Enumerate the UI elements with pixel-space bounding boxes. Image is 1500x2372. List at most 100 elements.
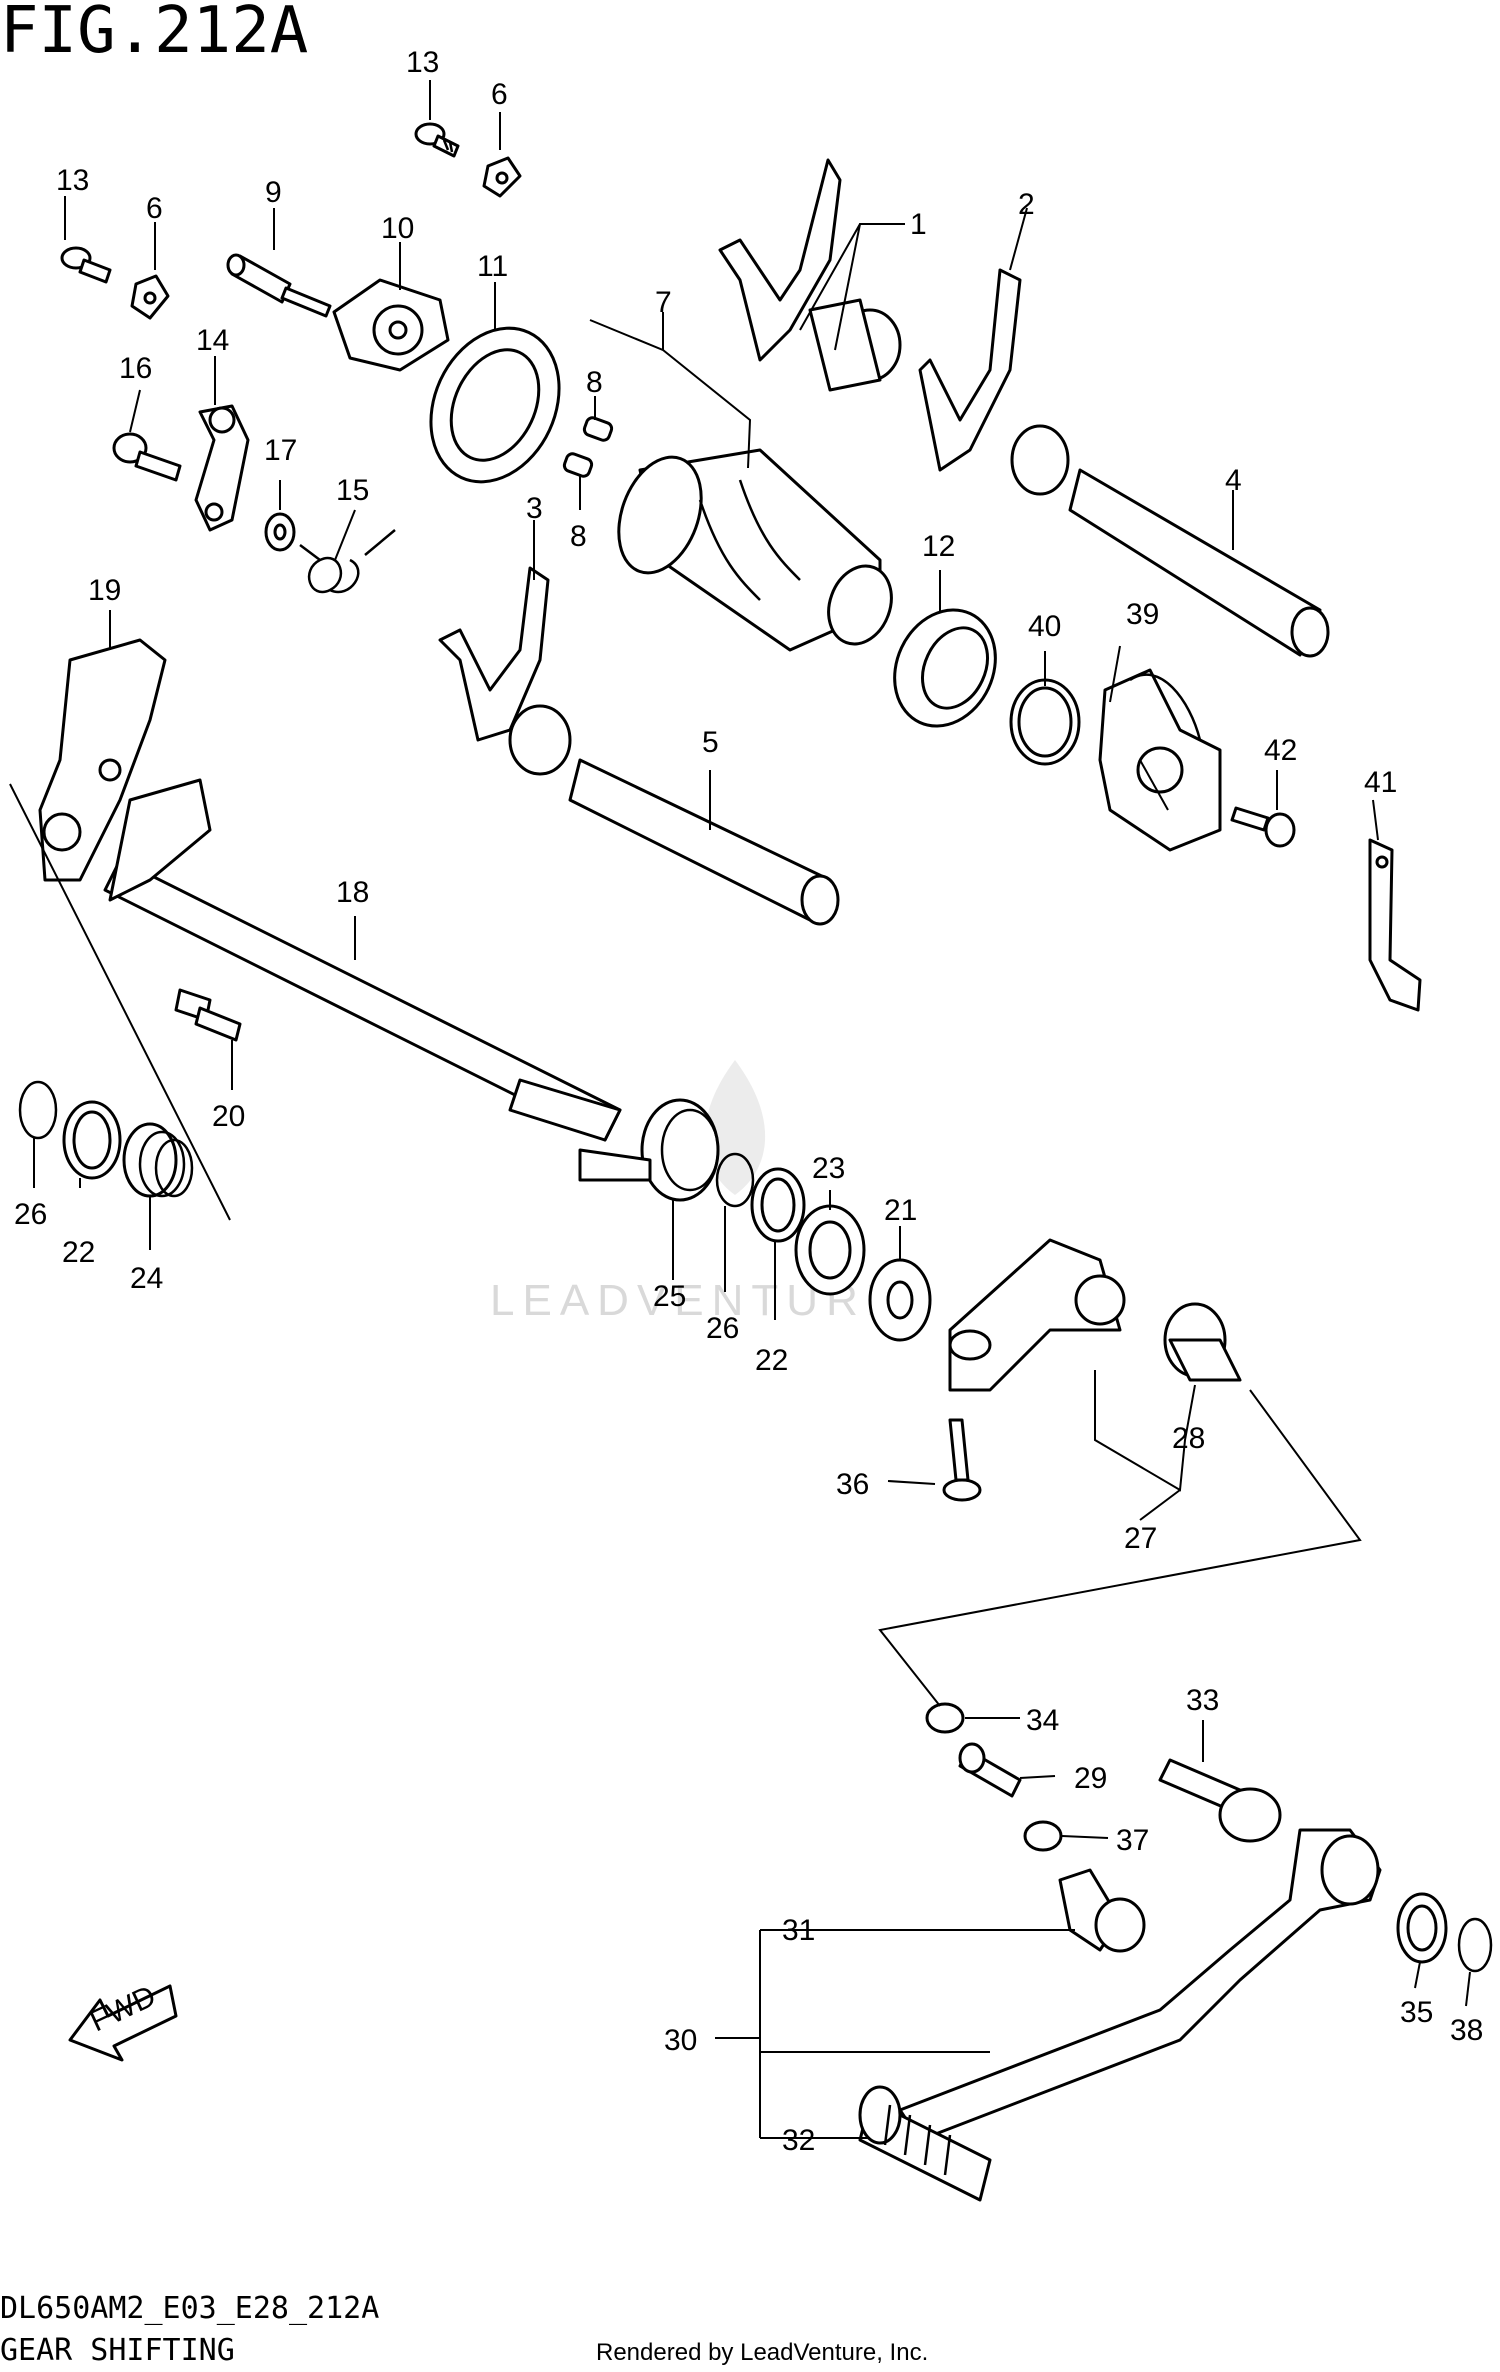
model-code: DL650AM2_E03_E28_212A xyxy=(0,2291,379,2326)
part-6-plate-upper[interactable] xyxy=(482,156,522,198)
part-32-footpeg-rubber[interactable] xyxy=(858,2085,992,2202)
part-23-oil-seal[interactable] xyxy=(794,1204,866,1296)
callout-40[interactable]: 40 xyxy=(1028,610,1061,643)
callout-28[interactable]: 28 xyxy=(1172,1422,1205,1455)
part-20-stud[interactable] xyxy=(174,988,242,1042)
callout-15[interactable]: 15 xyxy=(336,474,369,507)
callout-34[interactable]: 34 xyxy=(1026,1704,1059,1737)
callout-36[interactable]: 36 xyxy=(836,1468,869,1501)
callout-6-upper[interactable]: 6 xyxy=(491,78,508,111)
part-3-shift-fork[interactable] xyxy=(438,566,572,776)
callout-27[interactable]: 27 xyxy=(1124,1522,1157,1555)
part-33-pivot-bolt[interactable] xyxy=(1158,1758,1282,1843)
part-26-circlip-right[interactable] xyxy=(715,1152,755,1208)
callout-2[interactable]: 2 xyxy=(1018,188,1035,221)
callout-17[interactable]: 17 xyxy=(264,434,297,467)
part-19-shift-plate[interactable] xyxy=(38,638,167,882)
callout-19[interactable]: 19 xyxy=(88,574,121,607)
part-13-bolt-lower[interactable] xyxy=(60,246,112,284)
part-16-bolt[interactable] xyxy=(112,432,182,482)
part-29-bolt[interactable] xyxy=(958,1742,1022,1798)
part-1-shift-fork[interactable] xyxy=(718,158,902,392)
callout-9[interactable]: 9 xyxy=(265,176,282,209)
callout-6-lower[interactable]: 6 xyxy=(146,192,163,225)
figure-title: FIG.212A xyxy=(0,0,308,68)
section-title: GEAR SHIFTING xyxy=(0,2333,235,2368)
part-34-nut[interactable] xyxy=(925,1702,965,1734)
part-40-o-ring[interactable] xyxy=(1009,678,1081,766)
part-36-bolt[interactable] xyxy=(942,1418,982,1502)
part-10-cam-plate[interactable] xyxy=(332,278,450,372)
part-41-clamp[interactable] xyxy=(1368,838,1422,1012)
callout-26-left[interactable]: 26 xyxy=(14,1198,47,1231)
part-25-return-spring[interactable] xyxy=(578,1098,720,1202)
part-24-spring[interactable] xyxy=(122,1122,194,1198)
part-26-circlip-left[interactable] xyxy=(18,1080,58,1140)
callout-30[interactable]: 30 xyxy=(664,2024,697,2057)
part-5-fork-shaft[interactable] xyxy=(568,758,840,926)
callout-26-right[interactable]: 26 xyxy=(706,1312,739,1345)
callout-5[interactable]: 5 xyxy=(702,726,719,759)
callout-38[interactable]: 38 xyxy=(1450,2014,1483,2047)
callout-4[interactable]: 4 xyxy=(1225,464,1242,497)
callout-24[interactable]: 24 xyxy=(130,1262,163,1295)
part-37-nut[interactable] xyxy=(1023,1820,1063,1852)
callout-16[interactable]: 16 xyxy=(119,352,152,385)
callout-39[interactable]: 39 xyxy=(1126,598,1159,631)
part-8-pin-b[interactable] xyxy=(562,452,594,478)
callout-35[interactable]: 35 xyxy=(1400,1996,1433,2029)
part-4-fork-shaft[interactable] xyxy=(1068,468,1330,658)
callout-25[interactable]: 25 xyxy=(653,1280,686,1313)
callout-12[interactable]: 12 xyxy=(922,530,955,563)
callout-29[interactable]: 29 xyxy=(1074,1762,1107,1795)
part-8-pin-a[interactable] xyxy=(582,416,614,442)
callout-13-upper[interactable]: 13 xyxy=(406,46,439,79)
part-35-washer[interactable] xyxy=(1396,1892,1448,1964)
callout-13-lower[interactable]: 13 xyxy=(56,164,89,197)
callout-8-a[interactable]: 8 xyxy=(586,366,603,399)
part-42-bolt[interactable] xyxy=(1230,806,1296,848)
part-22-washer-left[interactable] xyxy=(62,1100,122,1180)
part-6-plate-lower[interactable] xyxy=(130,274,170,320)
part-17-washer[interactable] xyxy=(264,512,296,552)
part-27-shift-arm[interactable] xyxy=(948,1238,1126,1392)
callout-1[interactable]: 1 xyxy=(910,208,927,241)
callout-labels: 1 2 3 4 5 6 6 7 8 8 9 10 11 12 13 13 14 … xyxy=(14,46,1483,2157)
callout-31[interactable]: 31 xyxy=(782,1914,815,1947)
part-38-circlip[interactable] xyxy=(1457,1917,1493,1973)
part-7-shift-drum[interactable] xyxy=(604,446,902,653)
callout-41[interactable]: 41 xyxy=(1364,766,1397,799)
callout-33[interactable]: 33 xyxy=(1186,1684,1219,1717)
part-13-bolt-upper[interactable] xyxy=(414,122,460,158)
callout-42[interactable]: 42 xyxy=(1264,734,1297,767)
part-18-gearshift-shaft[interactable] xyxy=(103,778,622,1142)
leader-lines xyxy=(9,80,1471,2139)
callout-22-left[interactable]: 22 xyxy=(62,1236,95,1269)
callout-7[interactable]: 7 xyxy=(655,286,672,319)
render-credit: Rendered by LeadVenture, Inc. xyxy=(596,2339,928,2366)
part-2-shift-fork[interactable] xyxy=(918,268,1070,496)
callout-21[interactable]: 21 xyxy=(884,1194,917,1227)
part-39-gear-position-sensor[interactable] xyxy=(1098,668,1222,852)
callout-18[interactable]: 18 xyxy=(336,876,369,909)
callout-14[interactable]: 14 xyxy=(196,324,229,357)
callout-37[interactable]: 37 xyxy=(1116,1824,1149,1857)
callout-11[interactable]: 11 xyxy=(477,250,508,283)
part-14-stopper-arm[interactable] xyxy=(194,404,250,532)
callout-10[interactable]: 10 xyxy=(381,212,414,245)
part-11-bearing[interactable] xyxy=(407,307,583,503)
callout-3[interactable]: 3 xyxy=(526,492,543,525)
part-21-washer[interactable] xyxy=(868,1258,932,1342)
callout-8-b[interactable]: 8 xyxy=(570,520,587,553)
part-15-spring[interactable] xyxy=(299,529,396,594)
part-22-washer-right[interactable] xyxy=(750,1167,806,1243)
part-9-pin[interactable] xyxy=(226,253,332,318)
callout-20[interactable]: 20 xyxy=(212,1100,245,1133)
part-12-needle-bearing[interactable] xyxy=(876,593,1014,742)
callout-32[interactable]: 32 xyxy=(782,2124,815,2157)
callout-23[interactable]: 23 xyxy=(812,1152,845,1185)
part-30-gearshift-lever[interactable] xyxy=(898,1828,1382,2142)
part-28-ball-joint[interactable] xyxy=(1163,1302,1242,1382)
part-31-rod-end[interactable] xyxy=(1058,1868,1146,1953)
callout-22-right[interactable]: 22 xyxy=(755,1344,788,1377)
